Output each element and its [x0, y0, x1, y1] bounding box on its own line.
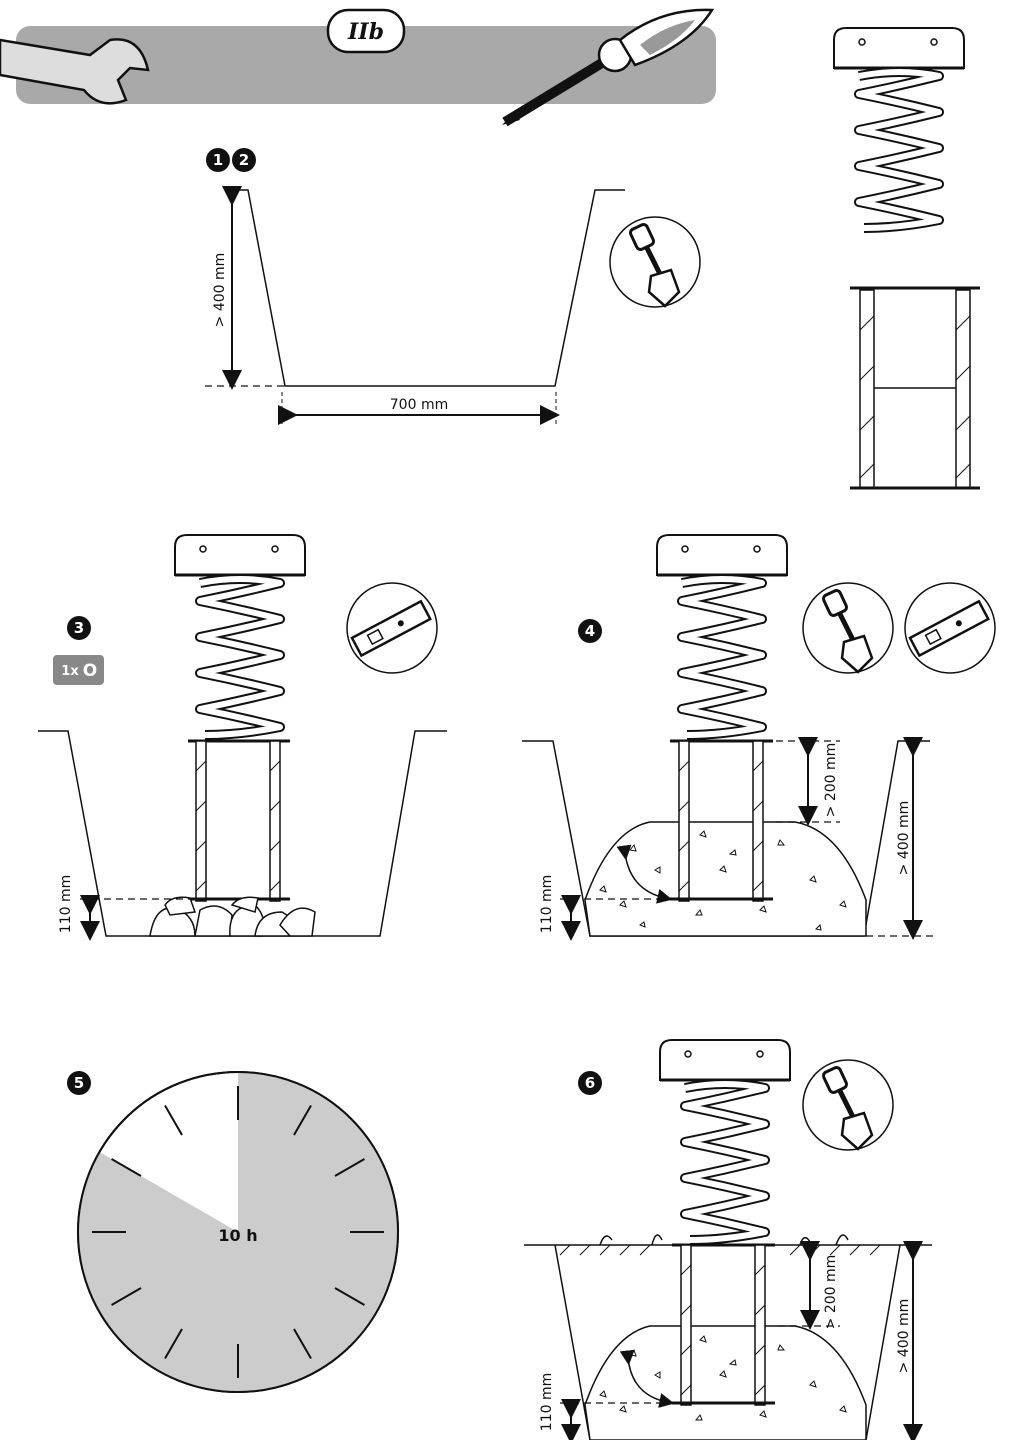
- step-number-5: 5: [74, 1074, 84, 1092]
- gravel-stones: [149, 896, 316, 937]
- header-bar: IIb: [0, 8, 716, 127]
- pit-outline: [554, 1244, 901, 1440]
- depth-label: > 400 mm: [212, 253, 228, 328]
- post-legs: [195, 740, 281, 902]
- clock-tick: [111, 1287, 142, 1306]
- concrete-fill: [584, 1325, 867, 1440]
- curing-clock: 10 h: [77, 1071, 399, 1393]
- quantity-count: 1x: [61, 664, 79, 679]
- step-marker-6: [578, 1071, 602, 1095]
- step-number-3: 3: [74, 619, 84, 637]
- top-label: > 200 mm: [823, 1255, 839, 1330]
- step-number-1: 1: [213, 151, 223, 169]
- step-number-4: 4: [585, 622, 595, 640]
- spring-with-plate: [660, 1040, 790, 1240]
- quantity-part: O: [83, 661, 97, 681]
- wrench-icon: [0, 38, 150, 105]
- clock-tick: [293, 1328, 312, 1359]
- step-marker-5: [67, 1071, 91, 1095]
- top-label: > 200 mm: [823, 743, 839, 818]
- spring-assembly-full: [834, 28, 980, 490]
- clock-tick: [334, 1287, 365, 1306]
- clock-tick: [164, 1105, 183, 1136]
- elapsed-time-sector: [77, 1072, 398, 1393]
- header-background: [16, 26, 716, 104]
- spirit-level-icon: [345, 581, 439, 675]
- shovel-icon: [803, 1060, 893, 1150]
- clock-label: 10 h: [218, 1226, 257, 1245]
- spring-with-plate: [834, 28, 964, 228]
- clock-tick: [293, 1105, 312, 1136]
- spirit-level-icon: [903, 581, 997, 675]
- depth-label: > 400 mm: [896, 1299, 912, 1374]
- section-badge: IIb: [326, 8, 406, 54]
- width-label: 700 mm: [390, 397, 448, 413]
- step-number-2: 2: [239, 151, 249, 169]
- clock-ticks: [92, 1086, 384, 1378]
- gap-label: 110 mm: [539, 875, 555, 933]
- step-3: 3 1x O 110 mm: [38, 535, 447, 941]
- spring-with-plate: [657, 535, 787, 735]
- step-5: 5 10 h: [67, 1071, 399, 1393]
- pit-outline: [232, 189, 625, 387]
- clock-tick: [164, 1328, 183, 1359]
- compaction-arrow: [616, 844, 673, 904]
- step-6: 6 110 mm > 200 mm > 400 mm: [524, 1040, 932, 1440]
- quantity-badge: [53, 655, 104, 685]
- step-number-6: 6: [585, 1074, 595, 1092]
- depth-label: > 400 mm: [896, 801, 912, 876]
- shovel-icon: [803, 583, 893, 673]
- step-marker-2: [232, 148, 256, 172]
- clock-tick: [334, 1158, 365, 1177]
- step-marker-1: [206, 148, 230, 172]
- concrete-fill: [584, 821, 867, 937]
- shovel-icon: [610, 217, 700, 307]
- step-marker-3: [67, 616, 91, 640]
- gap-label: 110 mm: [58, 875, 74, 933]
- step-4: 4 110 mm > 200 mm > 400 mm: [522, 535, 997, 941]
- step-1-2-pit: 1 2 > 400 mm 700 mm: [205, 148, 700, 425]
- step-marker-4: [578, 619, 602, 643]
- clock-tick: [111, 1158, 142, 1177]
- pickaxe-icon: [502, 8, 715, 127]
- gap-label: 110 mm: [539, 1373, 555, 1431]
- compaction-arrow: [619, 1349, 675, 1408]
- grass-tufts: [599, 1234, 849, 1246]
- section-badge-label: IIb: [347, 19, 384, 45]
- spring-with-plate: [175, 535, 305, 735]
